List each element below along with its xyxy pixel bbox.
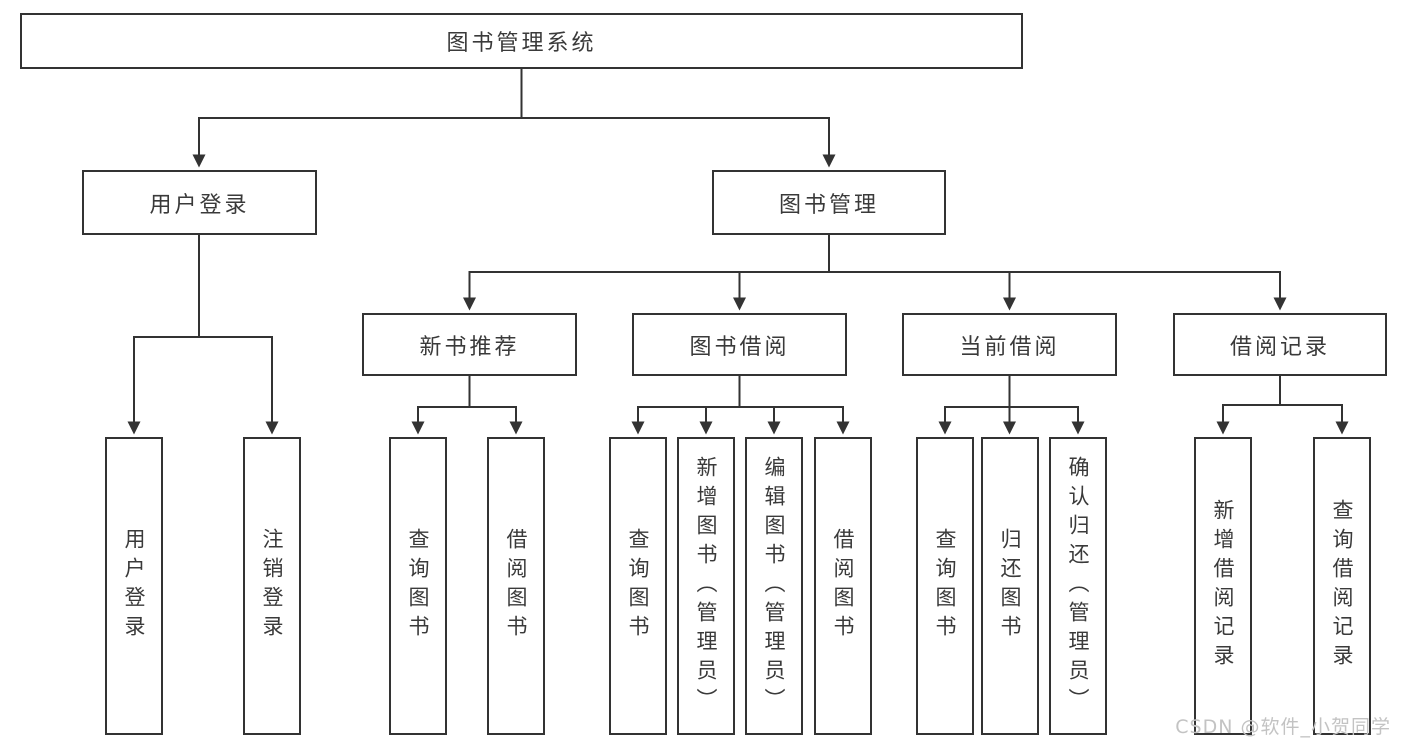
edge-root-to-book-management <box>520 69 836 168</box>
edge-current-to-query-books <box>938 376 1011 435</box>
edge-borrow-to-add-book <box>699 376 741 435</box>
leaf-borrow-books-borrow: 借阅图书 <box>814 437 872 735</box>
edge-recommend-to-query-books <box>411 376 471 435</box>
node-book-borrow: 图书借阅 <box>632 313 847 376</box>
leaf-query-books-recommend: 查询图书 <box>389 437 447 735</box>
edge-borrow-to-query-books <box>631 376 741 435</box>
leaf-borrow-books-recommend: 借阅图书 <box>487 437 545 735</box>
edge-user-login-to-leaf-user-login <box>127 235 200 435</box>
leaf-return-book: 归还图书 <box>981 437 1039 735</box>
edge-borrow-to-borrow-books <box>738 376 850 435</box>
edge-current-to-confirm-return <box>1008 376 1085 435</box>
node-root-library-management-system: 图书管理系统 <box>20 13 1023 69</box>
edge-user-login-to-leaf-logout <box>198 235 279 435</box>
edge-root-to-user-login <box>192 69 523 168</box>
edge-book-management-to-new-book-recommend <box>463 235 830 311</box>
edge-book-management-to-borrow-records <box>828 235 1287 311</box>
node-borrow-records: 借阅记录 <box>1173 313 1387 376</box>
csdn-watermark: CSDN @软件_小贺同学 <box>1175 716 1391 738</box>
node-user-login: 用户登录 <box>82 170 317 235</box>
leaf-query-borrow-record: 查询借阅记录 <box>1313 437 1371 735</box>
edge-book-management-to-current-borrow <box>828 235 1016 311</box>
leaf-add-book-admin: 新增图书（管理员） <box>677 437 735 735</box>
leaf-logout: 注销登录 <box>243 437 301 735</box>
leaf-user-login: 用户登录 <box>105 437 163 735</box>
node-current-borrow: 当前借阅 <box>902 313 1117 376</box>
edge-recommend-to-borrow-books <box>468 376 523 435</box>
edge-records-to-add-record <box>1216 376 1281 435</box>
node-book-management: 图书管理 <box>712 170 946 235</box>
edge-book-management-to-book-borrow <box>733 235 830 311</box>
leaf-query-books-current: 查询图书 <box>916 437 974 735</box>
edge-borrow-to-edit-book <box>738 376 781 435</box>
leaf-confirm-return-admin: 确认归还（管理员） <box>1049 437 1107 735</box>
leaf-edit-book-admin: 编辑图书（管理员） <box>745 437 803 735</box>
edge-records-to-query-record <box>1279 376 1349 435</box>
leaf-add-borrow-record: 新增借阅记录 <box>1194 437 1252 735</box>
node-new-book-recommend: 新书推荐 <box>362 313 577 376</box>
leaf-query-books-borrow: 查询图书 <box>609 437 667 735</box>
